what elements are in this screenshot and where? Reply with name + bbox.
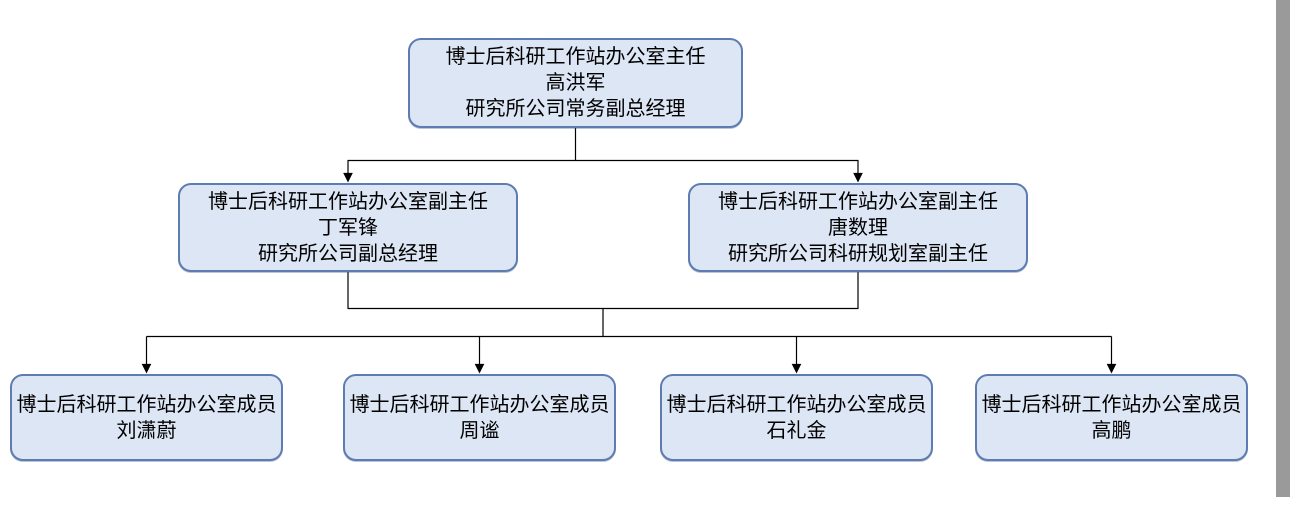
role-line: 博士后科研工作站办公室成员 bbox=[666, 393, 927, 416]
org-node-deputy-1[interactable]: 博士后科研工作站办公室副主任 丁军锋 研究所公司副总经理 bbox=[178, 183, 518, 272]
org-node-member-3[interactable]: 博士后科研工作站办公室成员 石礼金 bbox=[660, 374, 933, 461]
name-line: 唐数理 bbox=[828, 216, 888, 239]
name-line: 高洪军 bbox=[545, 72, 606, 94]
role-line: 博士后科研工作站办公室主任 bbox=[445, 46, 706, 68]
org-node-member-2[interactable]: 博士后科研工作站办公室成员 周谧 bbox=[343, 374, 616, 461]
name-line: 高鹏 bbox=[1091, 419, 1132, 442]
org-node-deputy-2[interactable]: 博士后科研工作站办公室副主任 唐数理 研究所公司科研规划室副主任 bbox=[688, 183, 1028, 272]
role-line: 博士后科研工作站办公室副主任 bbox=[718, 190, 998, 213]
role-line: 博士后科研工作站办公室成员 bbox=[349, 393, 610, 416]
title-line: 研究所公司常务副总经理 bbox=[465, 98, 686, 120]
name-line: 刘潇蔚 bbox=[116, 419, 177, 442]
org-node-member-1[interactable]: 博士后科研工作站办公室成员 刘潇蔚 bbox=[10, 374, 283, 461]
org-node-member-4[interactable]: 博士后科研工作站办公室成员 高鹏 bbox=[975, 374, 1248, 461]
title-line: 研究所公司副总经理 bbox=[258, 242, 438, 265]
org-node-director[interactable]: 博士后科研工作站办公室主任 高洪军 研究所公司常务副总经理 bbox=[408, 38, 743, 128]
role-line: 博士后科研工作站办公室成员 bbox=[981, 393, 1242, 416]
role-line: 博士后科研工作站办公室成员 bbox=[16, 393, 277, 416]
page-edge-strip bbox=[1276, 0, 1290, 497]
title-line: 研究所公司科研规划室副主任 bbox=[728, 242, 988, 265]
name-line: 周谧 bbox=[459, 419, 500, 442]
name-line: 石礼金 bbox=[766, 419, 827, 442]
name-line: 丁军锋 bbox=[318, 216, 378, 239]
role-line: 博士后科研工作站办公室副主任 bbox=[208, 190, 488, 213]
